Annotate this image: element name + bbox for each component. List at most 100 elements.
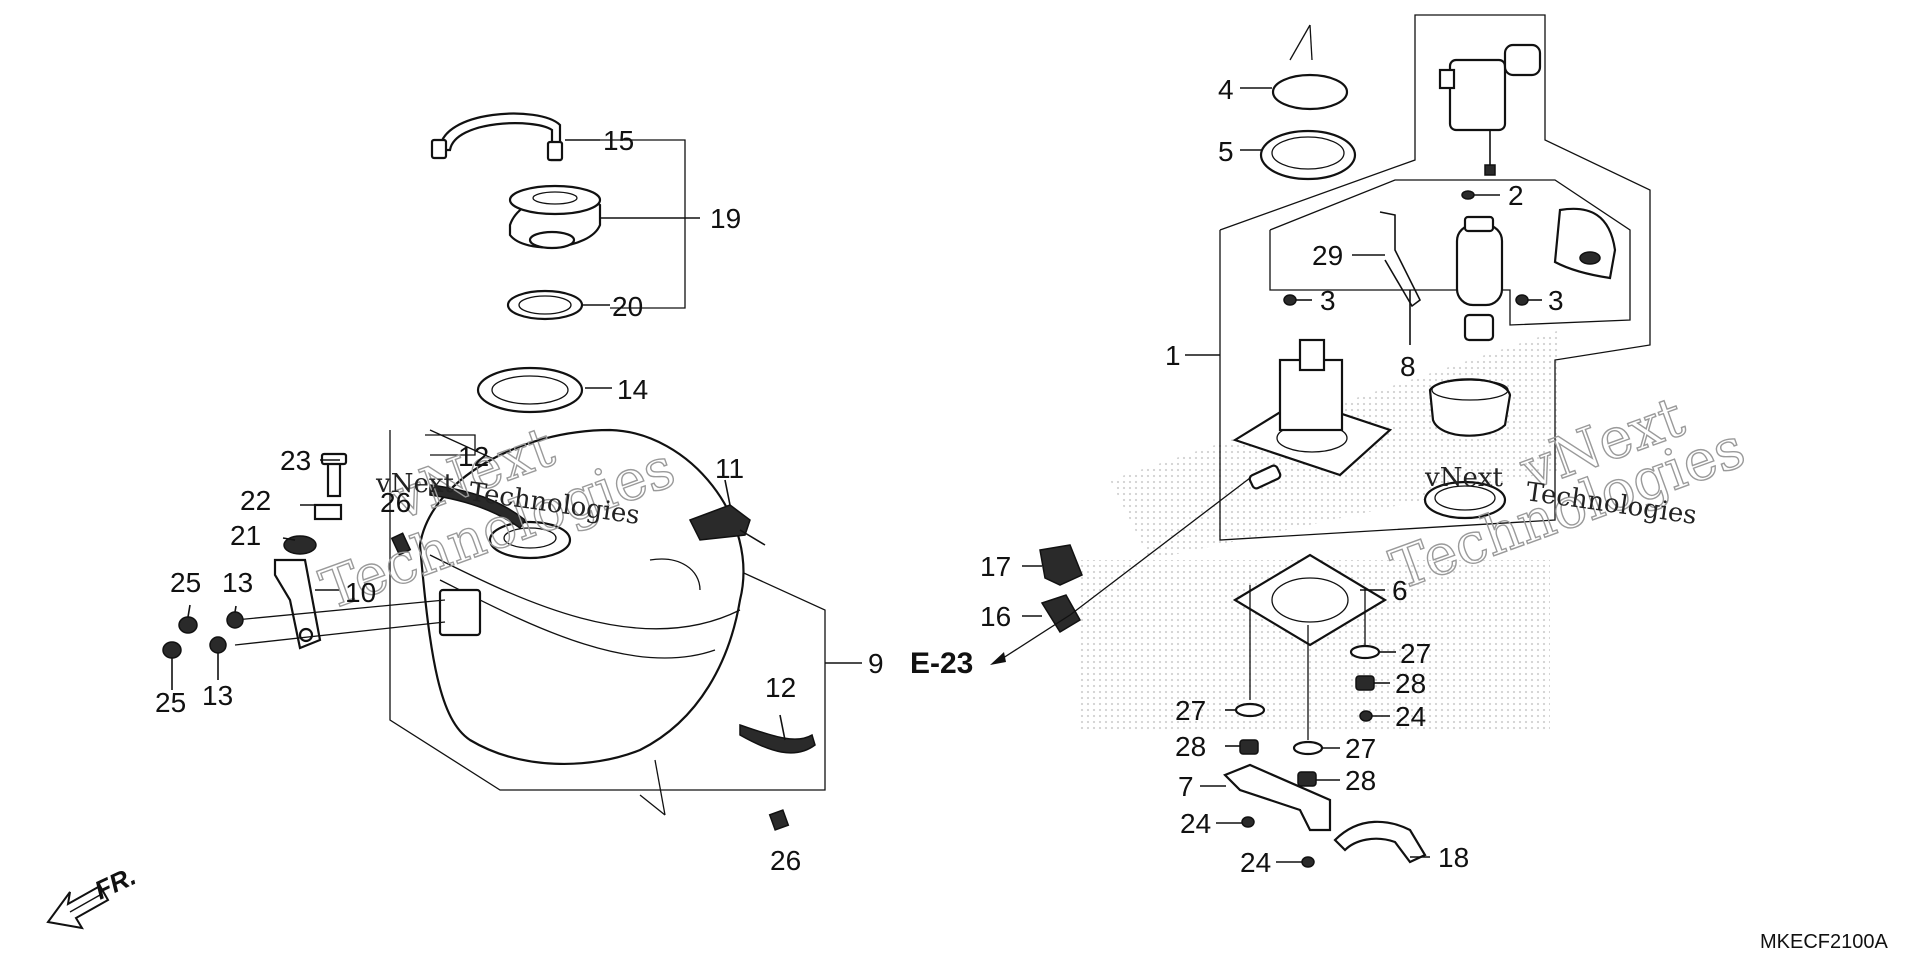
o-ring-2-icon — [1461, 190, 1475, 200]
washer-27-icon-b — [1292, 740, 1324, 756]
washer-3-icon-left — [1283, 294, 1297, 306]
callout-28-left: 28 — [1175, 731, 1206, 762]
catalog-code: MKECF2100A — [1760, 931, 1888, 953]
section-ref-arrow-icon — [990, 652, 1006, 665]
washer-27-icon-c — [1349, 644, 1381, 660]
callout-26-upper: 26 — [380, 487, 411, 518]
grommet-icon — [390, 532, 412, 556]
leader-lines-right — [1022, 87, 1542, 863]
hose-icon — [739, 723, 816, 754]
callout-28-mid: 28 — [1345, 765, 1376, 796]
callout-27-left: 27 — [1175, 695, 1206, 726]
callout-21: 21 — [230, 520, 261, 551]
o-ring-icon — [1271, 73, 1349, 111]
washer-icon-lower — [209, 636, 227, 654]
svg-text:vNext: vNext — [1424, 463, 1503, 493]
tank-clip-icon — [688, 504, 751, 541]
callout-13-lower: 13 — [202, 680, 233, 711]
callout-12-upper: 12 — [458, 441, 489, 472]
nut-icon-lower — [162, 641, 182, 659]
bolt-icon — [326, 458, 342, 498]
callout-3-right: 3 — [1548, 285, 1564, 316]
group-bracket-19 — [600, 139, 686, 309]
pump-bracket-icon — [1223, 763, 1332, 832]
callout-16: 16 — [980, 601, 1011, 632]
fuel-level-sender-icon — [1438, 43, 1542, 176]
harness-clamp-icon — [1333, 820, 1427, 864]
nut-24-icon-a — [1241, 816, 1255, 828]
rubber-icon — [283, 535, 317, 555]
lock-ring-icon — [1259, 129, 1357, 181]
washer-3-icon-right — [1515, 294, 1529, 306]
callout-2: 2 — [1508, 180, 1524, 211]
callout-26-lower: 26 — [770, 845, 801, 876]
joint-clip-16-icon — [1040, 594, 1082, 634]
retainer-clip-icon — [1379, 211, 1422, 308]
mount-hardware — [162, 452, 446, 659]
cap-hose-icon — [438, 112, 562, 162]
joint-clip-17-icon — [1039, 544, 1083, 586]
filter-band-icon-upper — [1428, 378, 1512, 437]
collar-icon — [313, 503, 343, 521]
callout-labels: 15 19 20 14 12 11 23 22 21 26 10 25 13 2… — [155, 74, 1564, 878]
washer-icon-upper — [226, 611, 244, 629]
breather-tube-icon — [429, 484, 526, 530]
svg-text:vNext: vNext — [375, 469, 454, 499]
callout-27-right: 27 — [1400, 638, 1431, 669]
callout-11: 11 — [715, 453, 744, 484]
leader-lines-left — [171, 139, 862, 741]
callout-17: 17 — [980, 551, 1011, 582]
nut-28-icon-a — [1239, 739, 1259, 755]
section-ref-label: E-23 — [910, 647, 973, 680]
nut-24-icon-c — [1359, 710, 1373, 722]
callout-23: 23 — [280, 445, 311, 476]
callout-6: 6 — [1392, 575, 1408, 606]
nut-icon-upper — [178, 616, 198, 634]
pump-gasket-icon — [1232, 553, 1388, 647]
callout-8: 8 — [1400, 351, 1416, 382]
pump-flange-icon — [1232, 398, 1393, 477]
front-direction-arrow: FR. — [46, 861, 141, 930]
callout-19: 19 — [710, 203, 741, 234]
nut-28-icon-c — [1355, 675, 1375, 691]
fuel-pump-group — [990, 14, 1651, 868]
callout-25-lower: 25 — [155, 687, 186, 718]
callout-1: 1 — [1165, 340, 1181, 371]
group-frame-1 — [1219, 14, 1651, 541]
nut-24-icon-b — [1301, 856, 1315, 868]
callout-29: 29 — [1312, 240, 1343, 271]
nut-28-icon-b — [1297, 771, 1317, 787]
fuel-tank-group — [389, 428, 826, 831]
washer-27-icon-a — [1234, 702, 1266, 718]
grommet-icon-lower — [768, 809, 790, 831]
filler-packing-icon — [476, 366, 584, 414]
callout-18: 18 — [1438, 842, 1469, 873]
filler-cap-stack — [430, 112, 686, 414]
filter-band-icon-lower — [1423, 480, 1507, 520]
group-frame-9 — [389, 429, 826, 791]
callout-27-mid: 27 — [1345, 733, 1376, 764]
callout-15: 15 — [603, 125, 634, 156]
callout-25-upper: 25 — [170, 567, 201, 598]
callout-10: 10 — [345, 577, 376, 608]
pump-body-icon — [1278, 358, 1344, 432]
tank-stay-icon — [273, 558, 322, 650]
callout-3-left: 3 — [1320, 285, 1336, 316]
fuel-pump-motor-icon — [1455, 223, 1504, 307]
callout-5: 5 — [1218, 136, 1234, 167]
callout-24-bottom: 24 — [1240, 847, 1271, 878]
callout-12-lower: 12 — [765, 672, 796, 703]
callout-13-upper: 13 — [222, 567, 253, 598]
callout-20: 20 — [612, 291, 643, 322]
tank-bracket-icon — [438, 588, 482, 637]
callout-7: 7 — [1178, 771, 1194, 802]
callout-24-right: 24 — [1395, 701, 1426, 732]
callout-24-left: 24 — [1180, 808, 1211, 839]
strainer-icon — [1553, 207, 1617, 280]
callout-14: 14 — [617, 374, 648, 405]
callout-28-right: 28 — [1395, 668, 1426, 699]
group-frame-8 — [1269, 179, 1631, 326]
callout-4: 4 — [1218, 74, 1234, 105]
